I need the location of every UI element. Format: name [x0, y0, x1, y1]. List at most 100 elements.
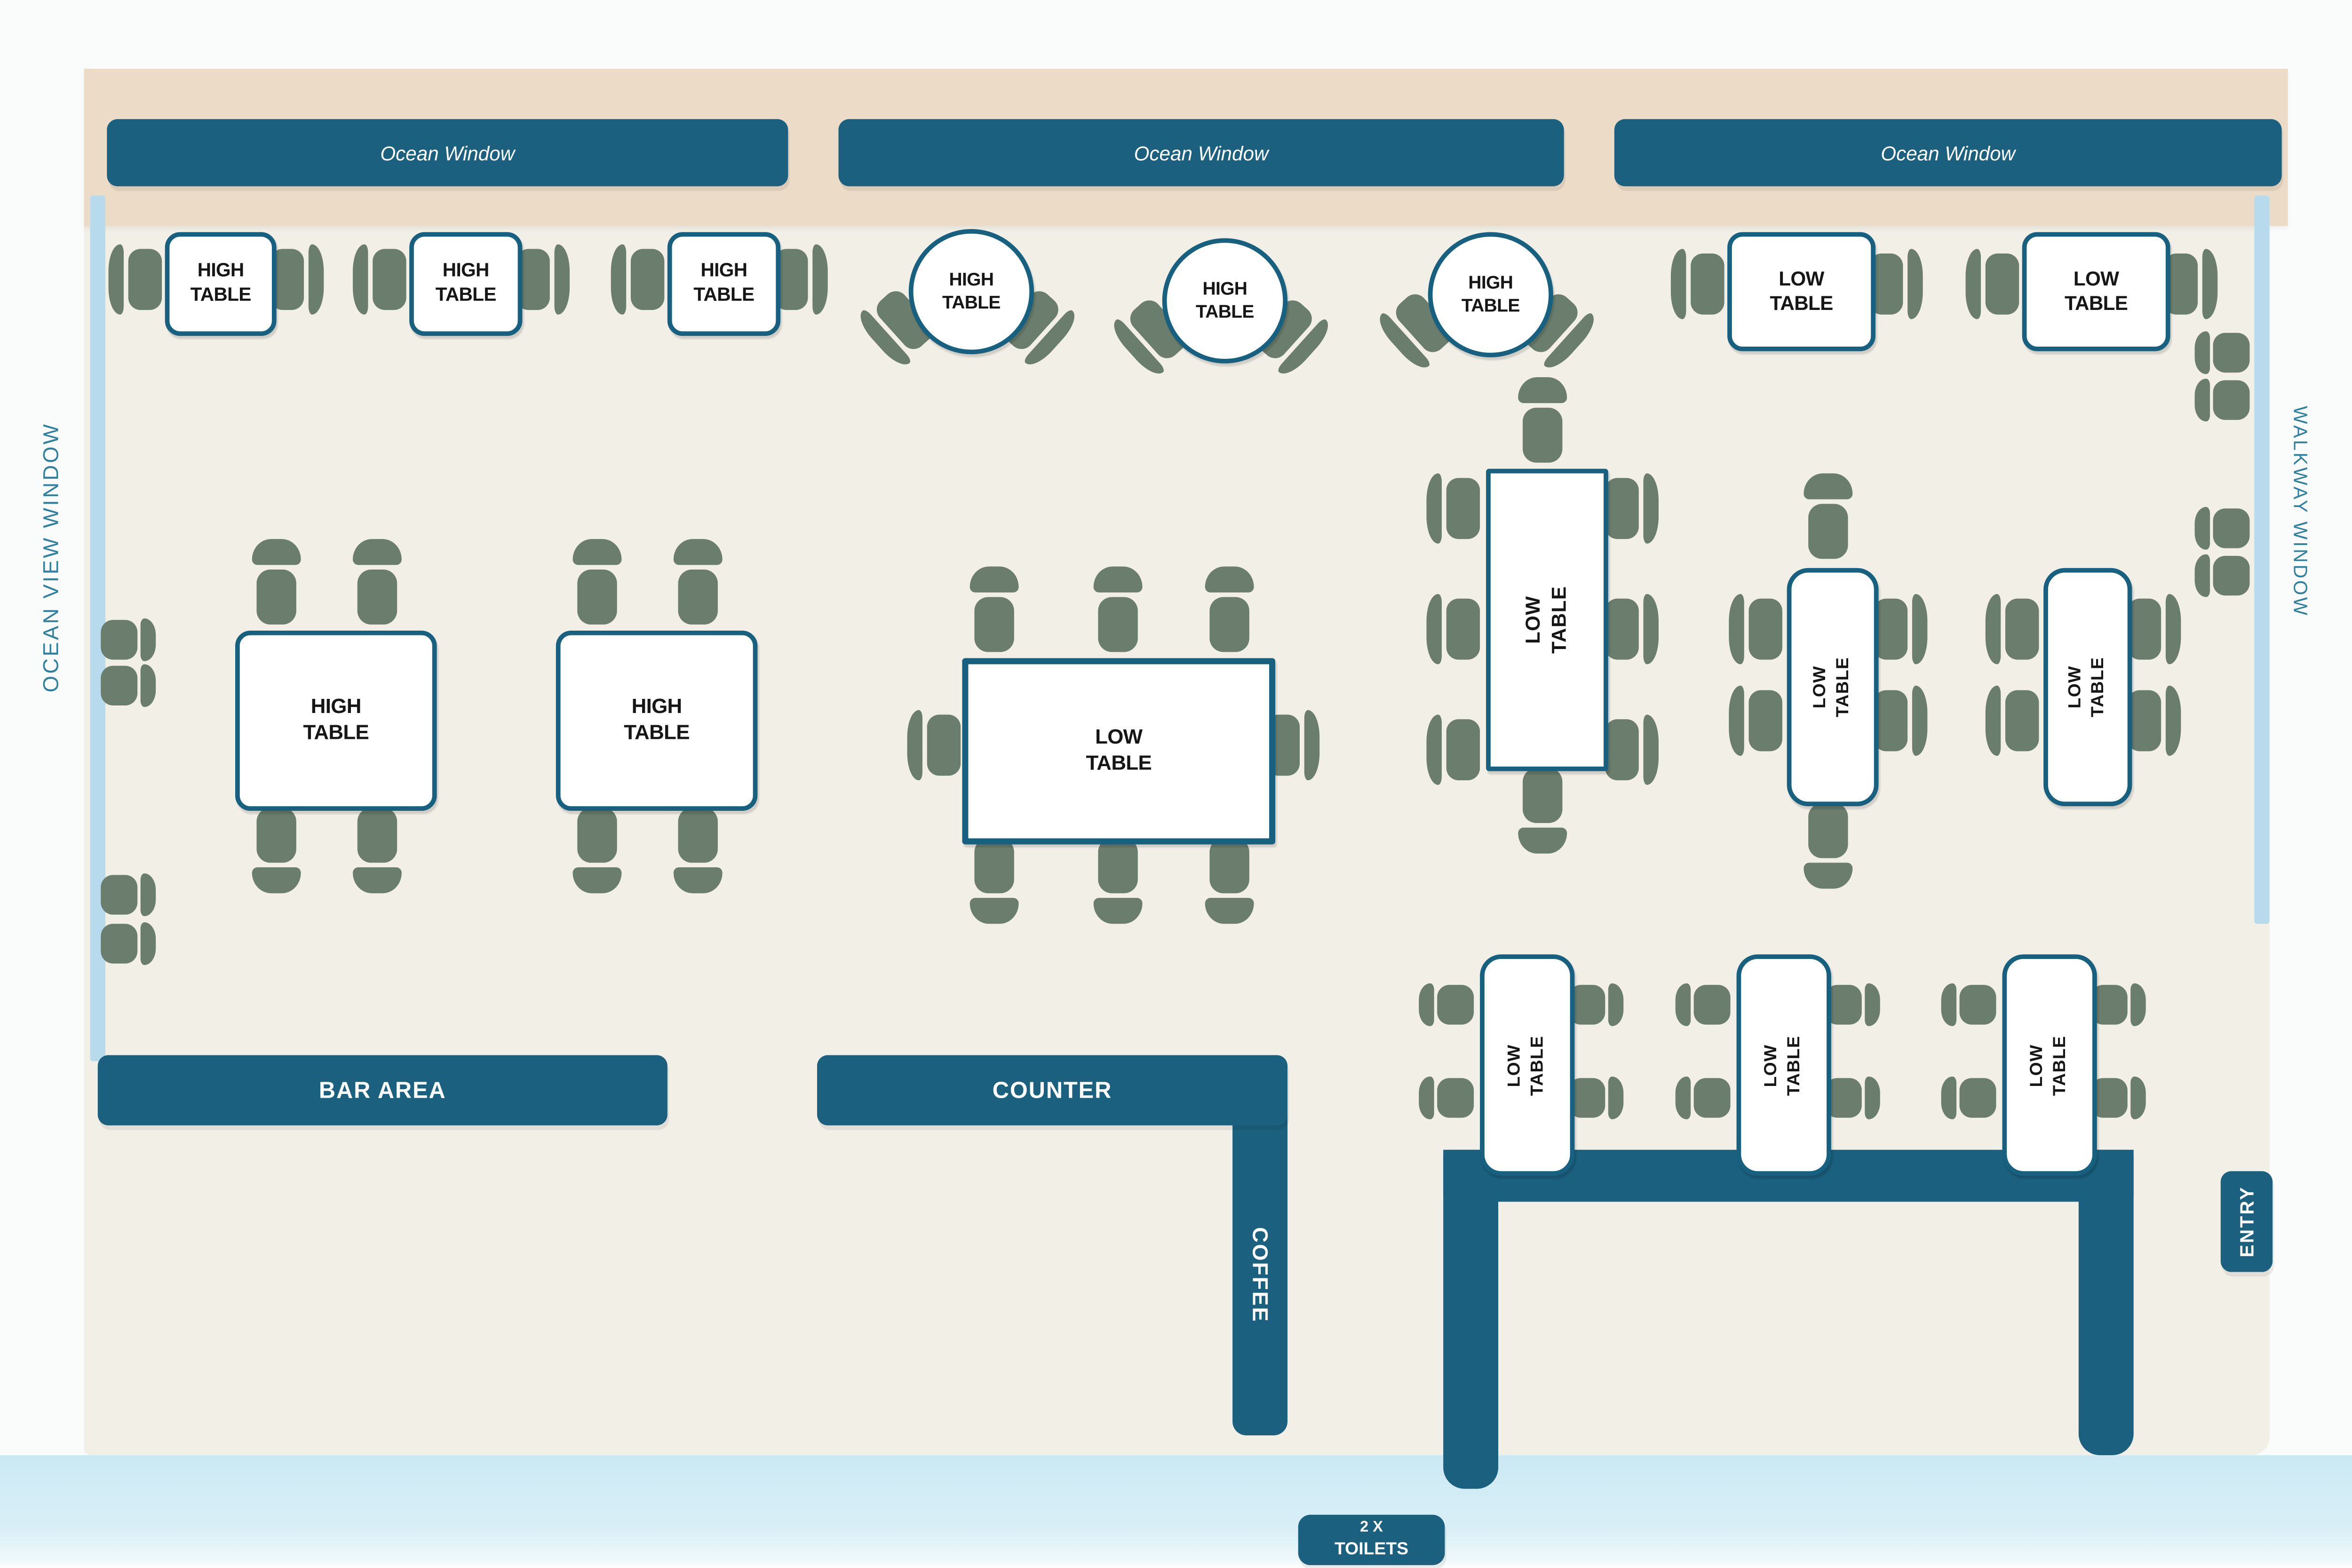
low-table-top-1: LOW TABLE: [1727, 232, 1876, 351]
chair-seat-icon: [678, 808, 718, 863]
coffee-station: COFFEE: [1232, 1115, 1288, 1435]
chair-seat-icon: [1959, 985, 1996, 1025]
chair-back-icon: [969, 898, 1019, 924]
chair: [774, 244, 828, 315]
chair: [1568, 1076, 1624, 1119]
chair-back-icon: [1912, 685, 1928, 756]
chair: [2127, 685, 2181, 756]
chair-seat-icon: [1605, 719, 1639, 781]
table-label: HIGH TABLE: [942, 269, 1001, 313]
low-table-vertical-1: LOW TABLE: [1787, 568, 1879, 807]
chair: [1729, 594, 1782, 665]
table-label: LOW TABLE: [2064, 267, 2128, 315]
high-table-round-1: HIGH TABLE: [908, 229, 1034, 355]
chair: [252, 805, 301, 894]
chair-seat-icon: [1808, 803, 1848, 858]
coffee-label: COFFEE: [1248, 1227, 1272, 1323]
ocean-window-label: Ocean Window: [1881, 141, 2016, 165]
chair: [1605, 594, 1659, 665]
chair: [572, 805, 622, 894]
chair: [1985, 685, 2039, 756]
ocean-view-window-label: OCEAN VIEW WINDOW: [38, 422, 63, 693]
chair-back-icon: [554, 244, 570, 315]
chair-back-icon: [352, 867, 402, 894]
low-table-vertical-2: LOW TABLE: [2043, 568, 2132, 807]
chair-back-icon: [572, 867, 622, 894]
chair-seat-icon: [1874, 690, 1908, 752]
chair: [2090, 983, 2146, 1026]
chair: [1605, 473, 1659, 544]
chair-seat-icon: [927, 714, 961, 776]
chair: [1205, 566, 1254, 655]
chair-seat-icon: [577, 808, 617, 863]
chair-back-icon: [1729, 685, 1744, 756]
entry-sign: ENTRY: [2220, 1171, 2273, 1272]
chair-back-icon: [1419, 1076, 1434, 1119]
chair: [1965, 249, 2019, 319]
table-label: LOW TABLE: [1811, 657, 1853, 718]
chair-seat-icon: [101, 665, 138, 705]
chair-back-icon: [1608, 1076, 1624, 1119]
chair-seat-icon: [2213, 555, 2250, 596]
chair: [2194, 507, 2250, 550]
chair-back-icon: [140, 664, 156, 707]
chair-seat-icon: [1437, 1078, 1474, 1118]
chair: [1419, 983, 1474, 1026]
table-label: LOW TABLE: [1086, 725, 1152, 775]
table-label: HIGH TABLE: [1196, 277, 1254, 323]
chair: [2164, 249, 2218, 319]
table-label: HIGH TABLE: [190, 260, 252, 306]
high-table-2: HIGH TABLE: [409, 232, 523, 336]
chair-seat-icon: [1693, 1078, 1731, 1118]
chair: [2194, 554, 2250, 597]
chair-back-icon: [2194, 507, 2210, 550]
chair-seat-icon: [1959, 1078, 1996, 1118]
chair-back-icon: [1093, 566, 1143, 593]
chair-back-icon: [1865, 983, 1880, 1026]
chair: [969, 566, 1019, 655]
chair-back-icon: [1670, 249, 1686, 319]
chair-back-icon: [1804, 473, 1853, 499]
chair: [1093, 835, 1143, 924]
chair-back-icon: [1426, 714, 1442, 785]
chair: [1093, 566, 1143, 655]
chair-back-icon: [308, 244, 324, 315]
chair: [1205, 835, 1254, 924]
chair-back-icon: [140, 873, 156, 917]
chair-back-icon: [1907, 249, 1923, 319]
ocean-window-label: Ocean Window: [1134, 141, 1269, 165]
low-table-communal: LOW TABLE: [962, 658, 1276, 845]
chair-back-icon: [2165, 594, 2181, 665]
high-table-round-3: HIGH TABLE: [1428, 232, 1553, 357]
chair-back-icon: [673, 539, 723, 565]
entry-label: ENTRY: [2236, 1186, 2257, 1258]
chair: [2194, 379, 2250, 422]
chair-seat-icon: [101, 924, 138, 964]
table-label: HIGH TABLE: [624, 695, 690, 744]
chair: [352, 539, 402, 627]
chair-seat-icon: [974, 838, 1014, 894]
chair: [516, 244, 570, 315]
toilets-label-line2: TOILETS: [1335, 1540, 1409, 1559]
chair-back-icon: [1426, 473, 1442, 544]
counter-label: COUNTER: [992, 1077, 1112, 1103]
table-label: HIGH TABLE: [693, 260, 755, 306]
high-table-mid-1: HIGH TABLE: [235, 630, 437, 811]
low-table-bottom-2: LOW TABLE: [1736, 954, 1831, 1176]
chair-back-icon: [1941, 983, 1957, 1026]
chair: [1518, 377, 1567, 466]
walkway-promenade: [0, 1455, 2352, 1568]
ocean-window-bar-3: Ocean Window: [1614, 119, 2282, 187]
chair-back-icon: [1729, 594, 1744, 665]
chair: [572, 539, 622, 627]
chair: [1518, 765, 1567, 854]
chair-seat-icon: [2213, 508, 2250, 548]
chair-back-icon: [2194, 379, 2210, 422]
low-table-vertical-large: LOW TABLE: [1486, 468, 1608, 771]
chair-back-icon: [969, 566, 1019, 593]
chair-seat-icon: [1446, 598, 1480, 660]
chair: [1941, 983, 1996, 1026]
chair: [352, 244, 406, 315]
